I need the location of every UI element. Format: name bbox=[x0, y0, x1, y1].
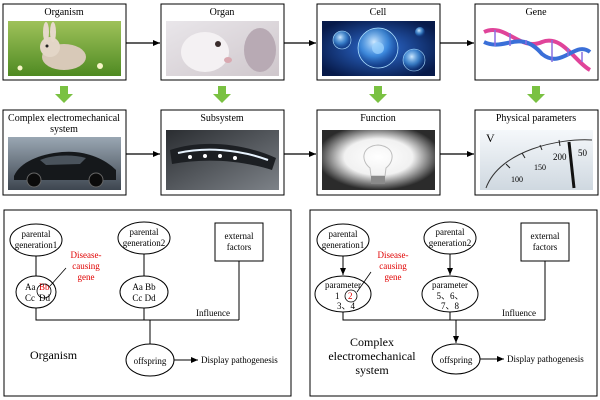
right-parent1-line2: generation1 bbox=[322, 240, 364, 250]
right-external-line1: external bbox=[531, 231, 560, 241]
right-disease-line3: gene bbox=[385, 272, 402, 282]
left-offspring-label: offspring bbox=[134, 356, 167, 366]
left-display-label: Display pathogenesis bbox=[201, 355, 278, 365]
right-external-line2: factors bbox=[533, 242, 558, 252]
right-caption-line2: electromechanical bbox=[328, 349, 416, 363]
label-function: Function bbox=[360, 113, 396, 124]
down-arrow-2 bbox=[213, 86, 231, 103]
down-arrow-1 bbox=[55, 86, 73, 103]
right-param1-n3: 3、4 bbox=[337, 301, 356, 311]
dna-image bbox=[480, 21, 593, 76]
right-param2-title: parameter bbox=[432, 280, 468, 290]
right-influence-label: Influence bbox=[502, 308, 536, 318]
right-parent1-line1: parental bbox=[329, 229, 358, 239]
right-disease-line2: causing bbox=[379, 261, 407, 271]
gauge-image: V 100 150 200 50 bbox=[480, 130, 593, 190]
right-param1-n2: 2 bbox=[348, 291, 353, 301]
label-complex-line1: Complex electromechanical bbox=[8, 113, 120, 124]
right-param1-n1: 1 bbox=[335, 291, 340, 301]
label-cell: Cell bbox=[370, 7, 387, 18]
right-display-label: Display pathogenesis bbox=[507, 354, 584, 364]
right-param-circle bbox=[344, 289, 358, 303]
gauge-v: V bbox=[486, 131, 495, 145]
box-organ: Organ bbox=[160, 3, 285, 81]
left-genotype2-line2: Cc Dd bbox=[132, 293, 156, 303]
left-disease-line3: gene bbox=[78, 272, 95, 282]
label-complex-line2: system bbox=[50, 124, 78, 135]
left-genotype1-cc: Cc bbox=[25, 293, 35, 303]
left-disease-line1: Disease- bbox=[71, 250, 102, 260]
left-external-line1: external bbox=[225, 231, 254, 241]
car-image bbox=[8, 137, 121, 190]
right-connector-parents bbox=[342, 312, 451, 321]
left-genotype1-bb: Bb bbox=[39, 282, 50, 292]
left-genotype2-ellipse bbox=[119, 275, 169, 309]
headlight-image bbox=[166, 130, 279, 190]
right-disease-line1: Disease- bbox=[378, 250, 409, 260]
label-gene: Gene bbox=[525, 7, 547, 18]
right-gene-pointer bbox=[356, 271, 372, 293]
box-gene: Gene bbox=[474, 3, 599, 81]
box-cell: Cell bbox=[316, 3, 441, 81]
right-panel: parental generation1 parental generation… bbox=[309, 209, 598, 397]
gauge-tick-50: 50 bbox=[578, 148, 588, 158]
right-parent2-line1: parental bbox=[436, 227, 465, 237]
box-complex-system: Complex electromechanical system bbox=[2, 109, 127, 196]
left-disease-line2: causing bbox=[72, 261, 100, 271]
green-down-arrows bbox=[55, 86, 545, 103]
left-gene-pointer bbox=[49, 267, 67, 287]
right-caption-line3: system bbox=[355, 363, 389, 377]
label-organism: Organism bbox=[44, 7, 83, 18]
box-organism: Organism bbox=[2, 3, 127, 81]
box-function: Function bbox=[316, 109, 441, 196]
left-panel: parental generation1 parental generation… bbox=[3, 209, 292, 397]
left-parent2-line1: parental bbox=[130, 227, 159, 237]
left-influence-label: Influence bbox=[196, 308, 230, 318]
gauge-tick-150: 150 bbox=[534, 163, 546, 172]
left-caption: Organism bbox=[30, 348, 78, 362]
box-subsystem: Subsystem bbox=[160, 109, 285, 196]
right-caption-line1: Complex bbox=[350, 335, 394, 349]
left-external-line2: factors bbox=[227, 242, 252, 252]
left-genotype1-aa: Aa bbox=[25, 282, 36, 292]
down-arrow-3 bbox=[369, 86, 387, 103]
right-param2-line2: 7、8 bbox=[441, 301, 460, 311]
label-physical-parameters: Physical parameters bbox=[496, 113, 576, 124]
label-subsystem: Subsystem bbox=[200, 113, 244, 124]
rabbit-face-image bbox=[166, 21, 279, 76]
gauge-tick-100: 100 bbox=[511, 175, 523, 184]
right-offspring-label: offspring bbox=[440, 355, 473, 365]
left-parent2-line2: generation2 bbox=[123, 238, 165, 248]
cells-image bbox=[322, 21, 435, 76]
down-arrow-4 bbox=[527, 86, 545, 103]
left-genotype2-line1: Aa Bb bbox=[132, 282, 156, 292]
gauge-tick-200: 200 bbox=[553, 152, 567, 162]
rabbit-image bbox=[8, 21, 121, 76]
label-organ: Organ bbox=[210, 7, 235, 18]
left-genotype1-ellipse bbox=[15, 275, 57, 309]
gauge-needle bbox=[567, 141, 576, 189]
left-parent1-line1: parental bbox=[22, 229, 51, 239]
right-param2-line1: 5、6、 bbox=[436, 291, 463, 301]
right-parent2-line2: generation2 bbox=[429, 238, 471, 248]
right-param1-title: parameter bbox=[325, 280, 361, 290]
left-gene-circle bbox=[36, 283, 52, 299]
bulb-image bbox=[322, 130, 435, 190]
left-parent1-line2: generation1 bbox=[15, 240, 57, 250]
box-physical-parameters: Physical parameters V 100 150 200 50 bbox=[474, 109, 599, 196]
